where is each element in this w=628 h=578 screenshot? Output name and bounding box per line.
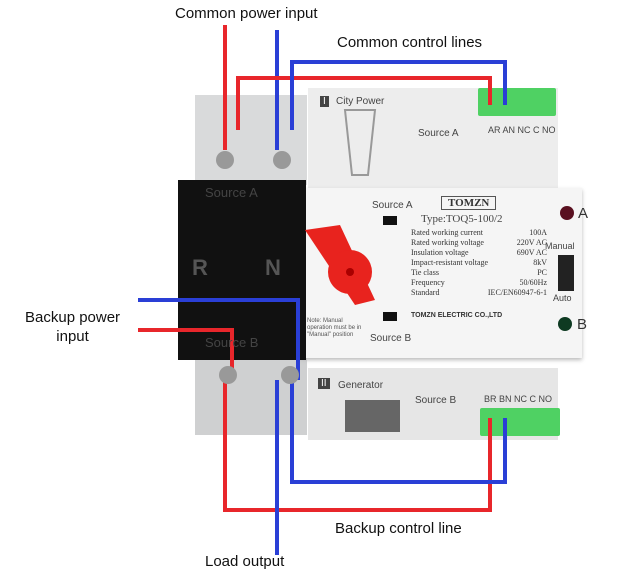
terminal-screw — [216, 151, 234, 169]
source-a-cover-label: Source A — [205, 185, 258, 200]
terminal-a-labels: AR AN NC C NO — [488, 125, 556, 135]
terminal-b-labels: BR BN NC C NO — [484, 394, 553, 404]
type-label: Type:TOQ5-100/2 — [421, 213, 503, 225]
terminal-screw — [281, 366, 299, 384]
generator-icon — [345, 400, 400, 432]
common-control-lines-label: Common control lines — [337, 34, 483, 51]
blue-backup-wire — [138, 298, 300, 380]
red-control-wire-a — [236, 76, 492, 130]
load-output-label: Load output — [205, 553, 285, 570]
led-b — [558, 317, 572, 331]
source-b-cover-label: Source B — [205, 335, 259, 350]
maker-label: TOMZN ELECTRIC CO.,LTD — [411, 312, 503, 319]
common-power-input-label: Common power input — [175, 5, 318, 22]
red-control-wire-b — [223, 380, 492, 512]
blue-control-wire-a — [290, 60, 507, 130]
mode-switch — [558, 255, 574, 291]
generator-label: Generator — [338, 380, 384, 391]
terminal-screw — [219, 366, 237, 384]
led-b-label: B — [577, 316, 588, 333]
panel-source-a-label: Source A — [372, 200, 413, 211]
panel-source-b-label: Source B — [370, 333, 412, 344]
terminal-screw — [273, 151, 291, 169]
generator-number: II — [318, 378, 330, 389]
led-a — [560, 206, 574, 220]
manual-label: Manual — [545, 241, 575, 251]
n-label: N — [265, 255, 281, 280]
source-a-label: Source A — [418, 128, 459, 139]
backup-control-line-label: Backup control line — [335, 520, 462, 537]
backup-power-input-label: Backup power input — [25, 309, 121, 345]
city-power-label: City Power — [336, 96, 385, 107]
terminal-block-b — [480, 408, 560, 436]
manual-operation-note: Note: Manual operation must be in "Manua… — [307, 318, 362, 338]
auto-label: Auto — [553, 293, 572, 303]
power-tower-icon — [343, 109, 377, 176]
red-backup-wire — [138, 328, 234, 380]
city-power-number: I — [320, 96, 329, 107]
brand-logo: TOMZN — [441, 196, 497, 210]
breaker-upper-body — [195, 95, 307, 185]
led-a-label: A — [578, 205, 589, 222]
r-label: R — [192, 255, 208, 280]
blue-control-wire-b — [290, 380, 507, 484]
source-b-label: Source B — [415, 395, 457, 406]
